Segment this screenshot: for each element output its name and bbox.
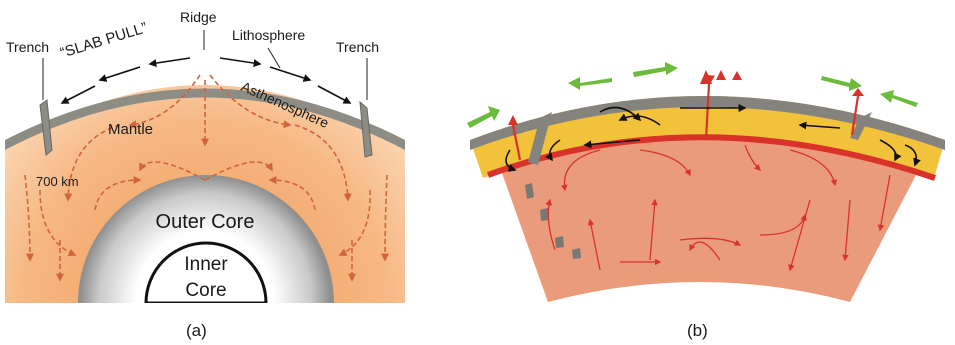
label-trench-left: Trench (6, 39, 49, 55)
label-inner-core-line1: Inner (184, 254, 228, 275)
label-ridge: Ridge (180, 9, 217, 25)
label-trench-right: Trench (336, 39, 379, 55)
caption-panel-a: (a) (186, 321, 207, 340)
label-slab-pull: “SLAB PULL” (58, 19, 149, 62)
label-lithosphere: Lithosphere (232, 27, 305, 43)
label-inner-core-line2: Core (185, 280, 226, 301)
label-outer-core: Outer Core (156, 211, 255, 233)
label-700-km: 700 km (36, 174, 79, 189)
caption-panel-b: (b) (687, 321, 708, 340)
label-mantle: Mantle (108, 121, 153, 138)
panel-b-convection-wedge (467, 62, 945, 302)
